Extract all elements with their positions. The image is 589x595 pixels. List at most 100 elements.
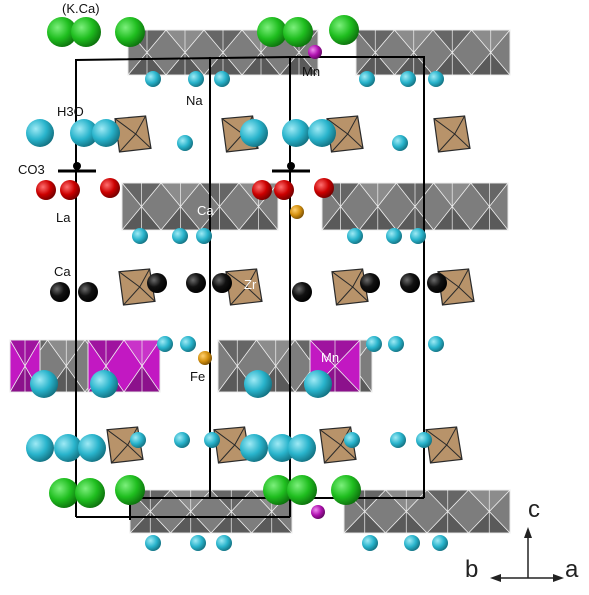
la-atom-3: [100, 178, 120, 198]
kca-atom-3: [115, 17, 145, 47]
ca-atom-2: [78, 282, 98, 302]
na-atom-15: [157, 336, 173, 352]
zr-polyhedron-row1-2-edge: [226, 133, 244, 153]
zr-polyhedron-row2-4: [437, 268, 475, 306]
label-mn-mid: Mn: [321, 350, 340, 365]
zr-polyhedron-row2-1-edge: [139, 268, 151, 288]
na-atom-31: [432, 535, 448, 551]
co3-carbon-right: [287, 162, 295, 170]
mn-atom-1: [308, 45, 322, 59]
kca-atom-4: [257, 17, 287, 47]
zr-polyhedron-row2-4-edge: [442, 286, 460, 306]
na-atom-27: [190, 535, 206, 551]
ca-atom-5: [212, 273, 232, 293]
h3o-atom-10: [304, 370, 332, 398]
axis-a-arrow: [553, 574, 564, 582]
kca-atom-5: [283, 17, 313, 47]
octahedral-sheet-bottom-right: [343, 489, 511, 534]
ca-atom-7: [360, 273, 380, 293]
unit-cell-right-back: [290, 56, 425, 498]
h3o-atom-2: [70, 119, 98, 147]
na-atom-19: [428, 336, 444, 352]
ca-atom-8: [400, 273, 420, 293]
unit-cell-left-back: [75, 56, 291, 517]
na-atom-2: [188, 71, 204, 87]
axis-b-arrow: [490, 574, 501, 582]
h3o-atom-7: [30, 370, 58, 398]
kca-atom-6: [329, 15, 359, 45]
kca-atom-2: [71, 17, 101, 47]
na-atom-9: [132, 228, 148, 244]
la-atom-2: [60, 180, 80, 200]
octahedral-sheet-upper-left-body: [121, 182, 279, 231]
zr-polyhedron-row1-3-edge: [347, 115, 359, 135]
h3o-atom-4: [240, 119, 268, 147]
la-atom-6: [314, 178, 334, 198]
h3o-atom-9: [244, 370, 272, 398]
zr-polyhedron-row1-1-edge: [119, 133, 137, 153]
zr-polyhedron-row1-1-edge: [135, 115, 147, 135]
label-la: La: [56, 210, 71, 225]
na-atom-30: [404, 535, 420, 551]
na-atom-25: [416, 432, 432, 448]
na-atom-5: [400, 71, 416, 87]
label-na: Na: [186, 93, 203, 108]
zr-polyhedron-row1-4-edge: [438, 133, 456, 153]
label-co3: CO3: [18, 162, 45, 177]
na-atom-18: [388, 336, 404, 352]
zr-polyhedron-row2-3: [331, 268, 369, 306]
kca-atom-12: [331, 475, 361, 505]
h3o-atom-11: [26, 434, 54, 462]
na-atom-7: [177, 135, 193, 151]
na-atom-13: [386, 228, 402, 244]
na-atom-14: [410, 228, 426, 244]
ca-atom-1: [50, 282, 70, 302]
na-atom-10: [172, 228, 188, 244]
zr-polyhedron-row1-4-edge: [454, 115, 466, 135]
zr-polyhedron-row1-1-body: [114, 115, 152, 153]
zr-polyhedron-row3-2-edge: [218, 444, 236, 464]
na-atom-23: [344, 432, 360, 448]
zr-polyhedron-row2-2-edge: [246, 268, 258, 288]
na-atom-3: [214, 71, 230, 87]
na-atom-12: [347, 228, 363, 244]
label-mn-top: Mn: [302, 64, 321, 79]
label-ca-upper: Ca: [197, 203, 214, 218]
zr-polyhedron-row3-4: [425, 426, 463, 464]
na-atom-24: [390, 432, 406, 448]
h3o-atom-8: [90, 370, 118, 398]
na-atom-26: [145, 535, 161, 551]
la-atom-5: [274, 180, 294, 200]
axis-c-arrow: [524, 527, 532, 538]
ca-atom-4: [186, 273, 206, 293]
na-atom-8: [392, 135, 408, 151]
zr-polyhedron-row2-2: [225, 268, 263, 306]
axis-label-b: b: [465, 556, 479, 583]
co3-carbon-left: [73, 162, 81, 170]
na-atom-6: [428, 71, 444, 87]
kca-atom-9: [115, 475, 145, 505]
na-atom-11: [196, 228, 212, 244]
zr-polyhedron-row3-4-edge: [430, 444, 448, 464]
fe-atom-1: [290, 205, 304, 219]
na-atom-1: [145, 71, 161, 87]
h3o-atom-1: [26, 119, 54, 147]
h3o-atom-16: [288, 434, 316, 462]
h3o-atom-15: [268, 434, 296, 462]
zr-polyhedron-row3-2: [213, 426, 251, 464]
label-zr: Zr: [244, 277, 257, 292]
zr-polyhedron-row2-3-edge: [336, 286, 354, 306]
zr-polyhedron-row3-4-edge: [446, 426, 458, 446]
zr-polyhedron-row1-4-body: [433, 115, 471, 153]
h3o-atom-14: [240, 434, 268, 462]
h3o-atom-3: [92, 119, 120, 147]
octahedral-sheet-top-right: [355, 29, 511, 76]
h3o-atom-12: [54, 434, 82, 462]
mn-atom-2: [311, 505, 325, 519]
zr-polyhedron-row2-1-edge: [123, 286, 141, 306]
kca-atom-8: [75, 478, 105, 508]
zr-polyhedron-row1-4: [433, 115, 471, 153]
la-atom-1: [36, 180, 56, 200]
